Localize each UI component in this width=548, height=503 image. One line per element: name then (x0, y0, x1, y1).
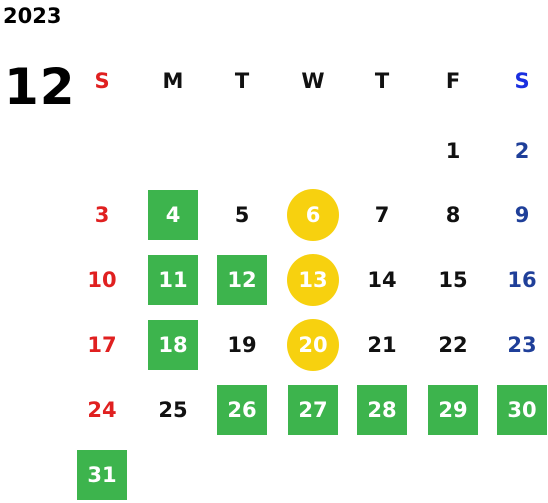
calendar-day[interactable]: 21 (367, 333, 397, 357)
calendar-day[interactable]: 12 (217, 255, 267, 305)
calendar-month: 12 (4, 58, 76, 116)
calendar-day[interactable]: 7 (374, 203, 390, 227)
calendar-day[interactable]: 13 (287, 254, 339, 306)
calendar-day[interactable]: 16 (507, 268, 537, 292)
calendar-day[interactable]: 26 (217, 385, 267, 435)
calendar-day[interactable]: 23 (507, 333, 537, 357)
calendar-day[interactable]: 28 (357, 385, 407, 435)
calendar-year: 2023 (3, 4, 62, 28)
weekday-header: T (234, 69, 250, 93)
calendar-day[interactable]: 27 (288, 385, 338, 435)
weekday-header: S (514, 69, 530, 93)
calendar-day[interactable]: 25 (158, 398, 188, 422)
calendar-day[interactable]: 18 (148, 320, 198, 370)
calendar-day[interactable]: 14 (367, 268, 397, 292)
weekday-header: M (162, 69, 184, 93)
weekday-header: S (94, 69, 110, 93)
calendar-day[interactable]: 1 (445, 139, 461, 163)
calendar-day[interactable]: 11 (148, 255, 198, 305)
calendar-day[interactable]: 24 (87, 398, 117, 422)
calendar-day[interactable]: 2 (514, 139, 530, 163)
calendar-day[interactable]: 10 (87, 268, 117, 292)
calendar-day[interactable]: 4 (148, 190, 198, 240)
calendar-day[interactable]: 20 (287, 319, 339, 371)
calendar-day[interactable]: 8 (445, 203, 461, 227)
weekday-header: T (374, 69, 390, 93)
calendar-day[interactable]: 3 (94, 203, 110, 227)
calendar-day[interactable]: 9 (514, 203, 530, 227)
calendar-day[interactable]: 17 (87, 333, 117, 357)
calendar-day[interactable]: 31 (77, 450, 127, 500)
calendar-day[interactable]: 22 (438, 333, 468, 357)
weekday-header: F (445, 69, 461, 93)
calendar-day[interactable]: 6 (287, 189, 339, 241)
calendar-day[interactable]: 30 (497, 385, 547, 435)
weekday-header: W (301, 69, 325, 93)
calendar-day[interactable]: 5 (234, 203, 250, 227)
calendar-day[interactable]: 15 (438, 268, 468, 292)
calendar-day[interactable]: 29 (428, 385, 478, 435)
calendar-day[interactable]: 19 (227, 333, 257, 357)
